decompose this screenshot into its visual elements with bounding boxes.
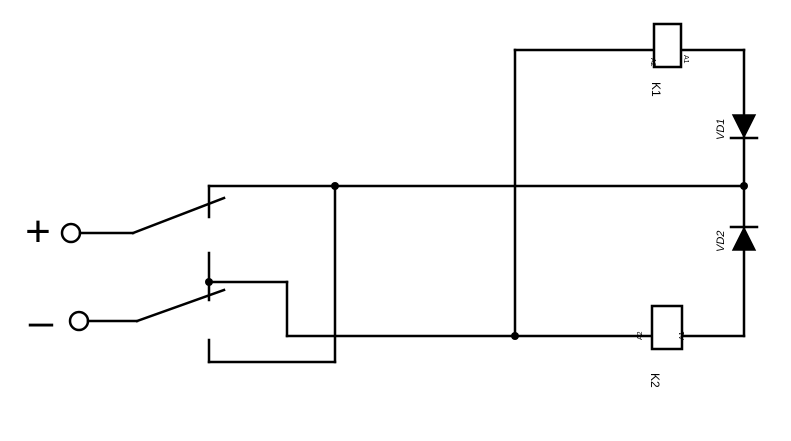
diode-vd2[interactable]: VD2 xyxy=(715,225,759,252)
relay-k2-label: K2 xyxy=(648,373,662,388)
negative-terminal: – xyxy=(29,297,90,346)
relay-k1-coil[interactable] xyxy=(652,22,683,69)
switch[interactable] xyxy=(78,184,289,364)
plus-sign: + xyxy=(25,207,51,256)
minus-sign: – xyxy=(29,297,54,346)
diode-vd1[interactable]: VD1 xyxy=(715,114,759,140)
relay-k1-label: K1 xyxy=(649,82,663,97)
junction-dot xyxy=(205,278,213,286)
relay-k2[interactable]: A2 A1 K2 xyxy=(637,304,686,388)
junction-dot xyxy=(331,182,339,190)
junction-dot xyxy=(511,332,519,340)
diode-vd2-label: VD2 xyxy=(715,231,727,252)
junctions xyxy=(205,182,748,340)
positive-terminal-circle[interactable] xyxy=(60,222,82,244)
diode-vd2-triangle xyxy=(731,226,757,251)
relay-k2-pin-a2: A2 xyxy=(637,331,644,340)
diode-vd1-label: VD1 xyxy=(715,119,727,140)
switch-blade-lower xyxy=(135,288,226,323)
wiring xyxy=(207,48,746,364)
positive-terminal: + xyxy=(25,207,82,256)
negative-terminal-circle[interactable] xyxy=(68,310,90,332)
switch-blade-upper xyxy=(131,196,226,235)
relay-k2-pin-a1: A1 xyxy=(679,331,686,340)
diode-vd1-triangle xyxy=(731,114,757,139)
relay-k1-pin-a1: A1 xyxy=(682,55,689,64)
relay-k1[interactable]: A2 A1 K1 xyxy=(649,22,689,97)
relay-k2-coil[interactable] xyxy=(650,304,684,351)
junction-dot xyxy=(740,182,748,190)
relay-k1-pin-a2: A2 xyxy=(649,58,656,67)
